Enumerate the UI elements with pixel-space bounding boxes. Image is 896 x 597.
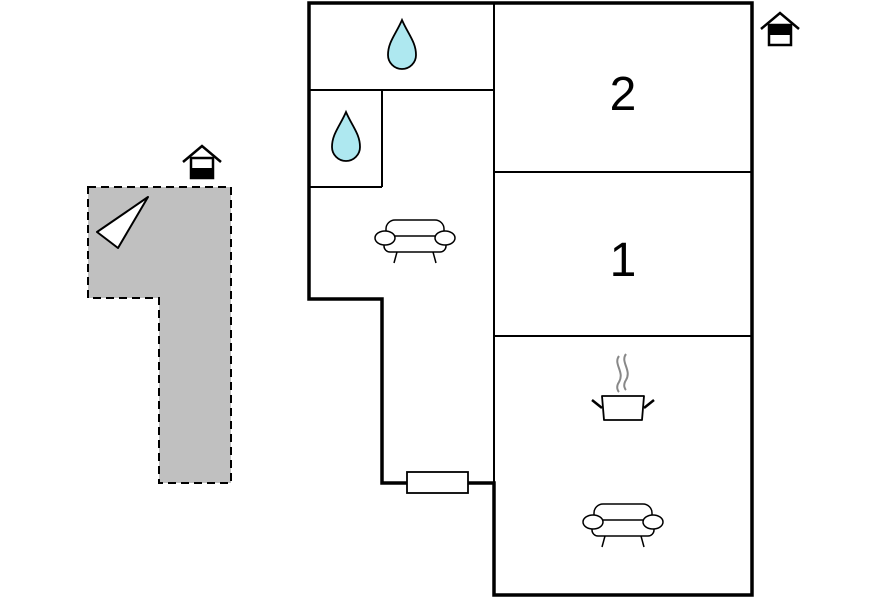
terrace bbox=[87, 186, 232, 484]
room-label-1: 1 bbox=[610, 234, 637, 287]
cooking-pot-icon bbox=[591, 353, 655, 421]
compass-triangle-icon bbox=[96, 196, 149, 249]
entrance-house-icon bbox=[182, 144, 222, 180]
exterior-wall bbox=[307, 1, 754, 597]
sofa-icon bbox=[374, 219, 456, 264]
window-icon bbox=[406, 471, 469, 494]
entrance-house-icon bbox=[760, 11, 800, 47]
sofa-icon bbox=[582, 503, 664, 548]
building bbox=[307, 1, 754, 597]
room-label-2: 2 bbox=[610, 68, 637, 121]
water-drop-icon bbox=[387, 17, 417, 70]
terrace-area bbox=[87, 186, 232, 484]
water-drop-icon bbox=[331, 109, 361, 162]
